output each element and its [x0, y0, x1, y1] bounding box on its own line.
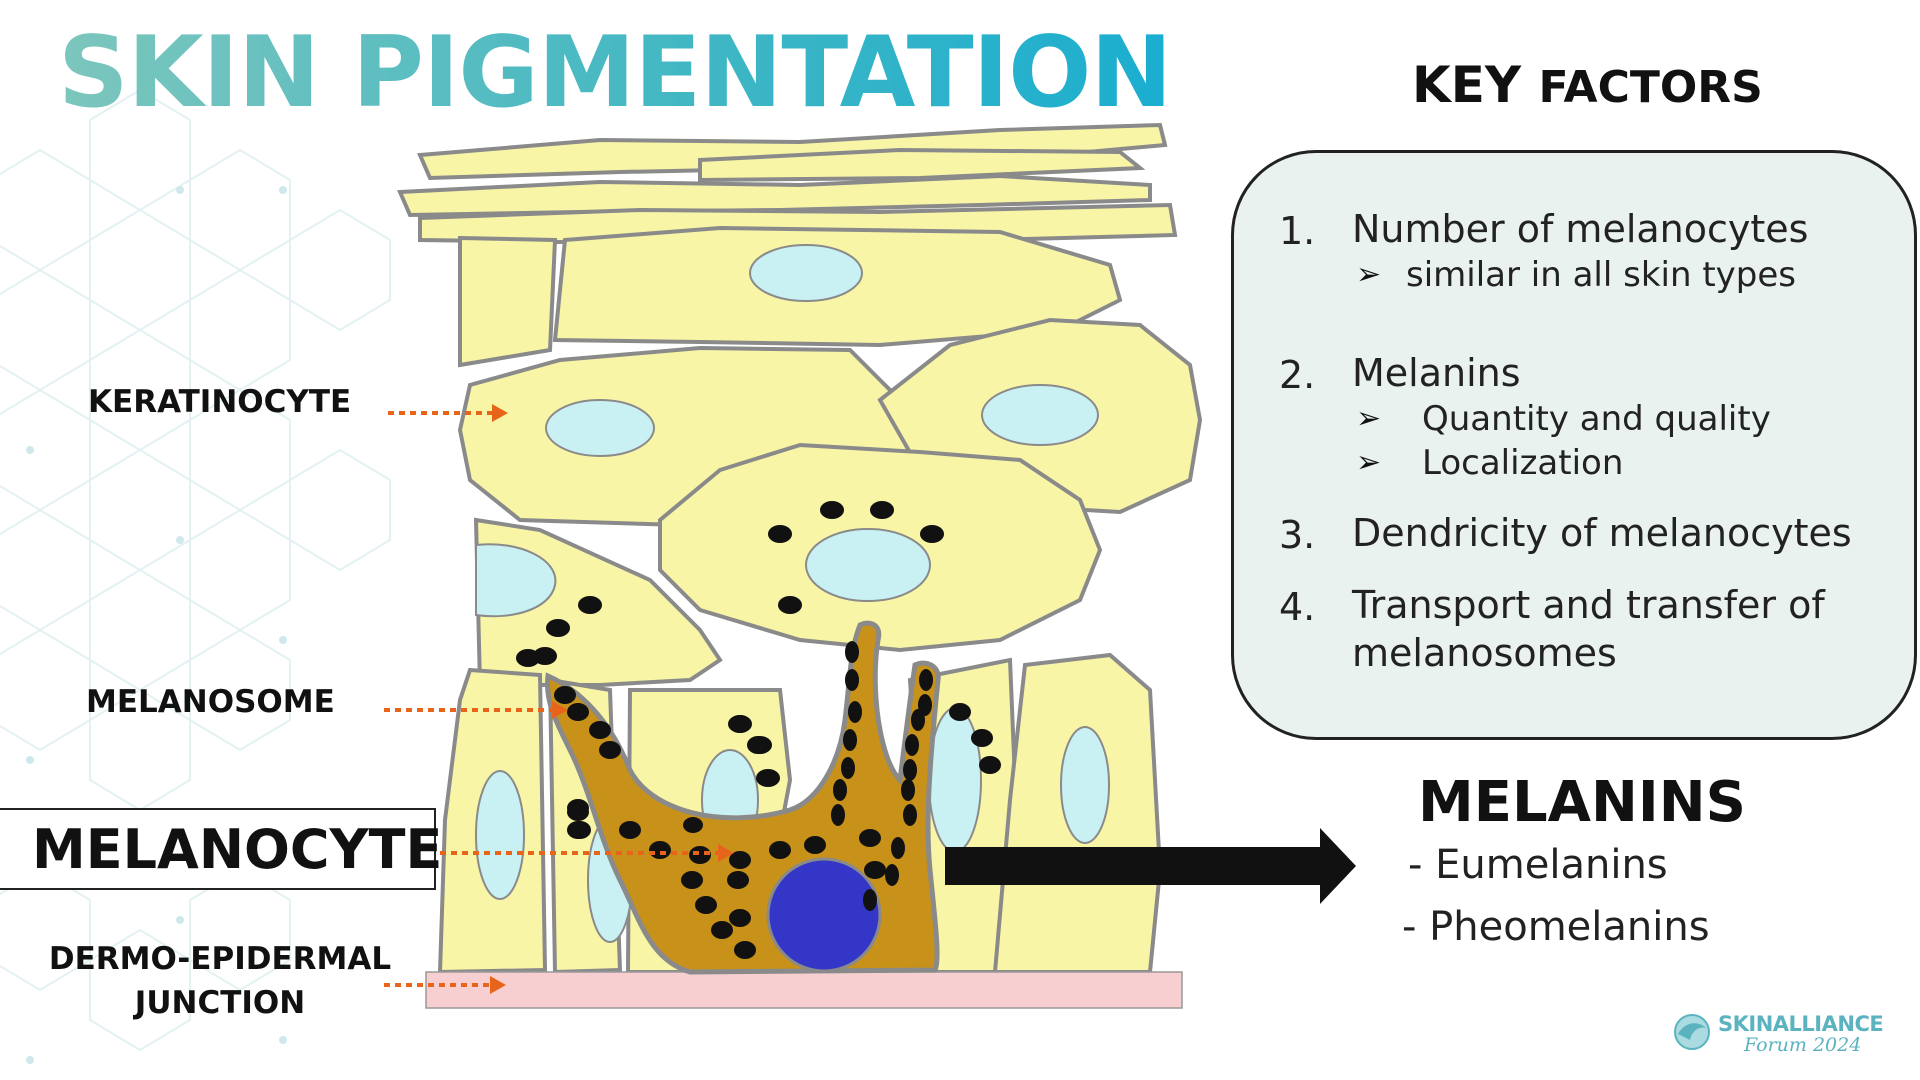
dej-label-line2: JUNCTION: [134, 985, 306, 1021]
melanocyte-nucleus: [766, 857, 882, 973]
melanosome-label: MELANOSOME: [86, 684, 335, 720]
page-title: SKIN PIGMENTATION: [58, 16, 1172, 130]
key-factors-title: KEY FACTORS: [1412, 56, 1763, 114]
melanins-title: MELANINS: [1418, 770, 1746, 835]
factor-text-continued: melanosomes: [1352, 631, 1617, 675]
melanocyte-label-box: MELANOCYTE: [0, 808, 442, 890]
key-factors-title-small: FACTORS: [1538, 62, 1763, 113]
factor-subitem: Localization: [1422, 443, 1624, 483]
factor-number: 1.: [1279, 209, 1316, 253]
key-factors-box: 1. Number of melanocytes ➢ similar in al…: [1231, 150, 1917, 740]
bullet-arrow-icon: ➢: [1356, 445, 1382, 480]
factor-number: 4.: [1279, 585, 1316, 629]
stratum-corneum: [397, 122, 1178, 245]
key-factors-title-big: KEY: [1412, 56, 1522, 114]
hexagon-background-pattern: [0, 88, 391, 1064]
melanin-type: - Eumelanins: [1408, 842, 1668, 888]
factor-text: Melanins: [1352, 351, 1521, 395]
production-arrow: [945, 828, 1356, 904]
label-pointer-arrows: [384, 411, 718, 987]
skinalliance-logo: SKINALLIANCE Forum 2024: [1672, 1008, 1892, 1056]
factor-text: Transport and transfer of: [1352, 583, 1825, 627]
melanosomes: [516, 501, 1001, 959]
skinalliance-logo-icon: [1674, 1014, 1710, 1050]
factor-text: Number of melanocytes: [1352, 207, 1809, 251]
factor-number: 2.: [1279, 353, 1316, 397]
melanocyte-label: MELANOCYTE: [32, 818, 443, 881]
melanin-type: - Pheomelanins: [1402, 904, 1710, 950]
factor-subitem: similar in all skin types: [1406, 255, 1797, 295]
dermo-epidermal-junction-label: DERMO-EPIDERMAL JUNCTION: [40, 937, 400, 1025]
keratinocyte-label: KERATINOCYTE: [88, 384, 352, 420]
factor-subitem: Quantity and quality: [1422, 399, 1771, 439]
dermo-epidermal-junction: [425, 971, 1183, 1009]
logo-name: SKINALLIANCE: [1718, 1012, 1884, 1036]
bullet-arrow-icon: ➢: [1356, 401, 1382, 436]
factor-text: Dendricity of melanocytes: [1352, 511, 1852, 555]
dej-label-line1: DERMO-EPIDERMAL: [48, 941, 392, 977]
factor-number: 3.: [1279, 513, 1316, 557]
bullet-arrow-icon: ➢: [1356, 257, 1382, 292]
logo-subtitle: Forum 2024: [1744, 1034, 1862, 1056]
